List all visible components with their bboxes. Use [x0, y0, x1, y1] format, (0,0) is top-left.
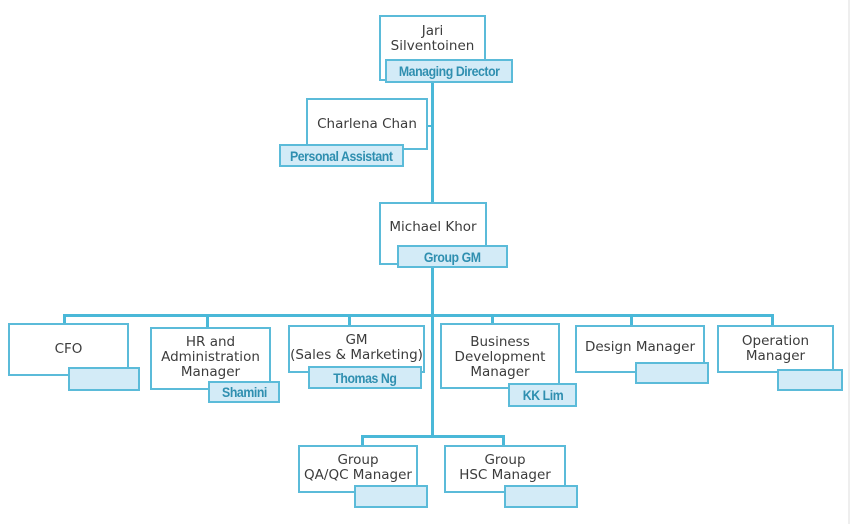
- role-label: Group GM: [424, 248, 481, 265]
- role-tag: KK Lim: [508, 383, 577, 407]
- connector-qa-bus: [361, 435, 505, 438]
- node-name: GM (Sales & Marketing): [290, 332, 423, 363]
- role-tag: [635, 362, 709, 384]
- node-name: HR and Administration Manager: [161, 334, 260, 380]
- role-tag: [354, 485, 428, 508]
- role-tag: [504, 485, 578, 508]
- node-operation-manager[interactable]: Operation Manager: [717, 325, 834, 373]
- role-tag: Personal Assistant: [279, 144, 404, 167]
- connector-des: [630, 314, 633, 326]
- node-personal-assistant[interactable]: Charlena Chan: [306, 98, 428, 150]
- node-name: Michael Khor: [389, 219, 477, 235]
- role-tag: [68, 367, 140, 391]
- role-tag: Managing Director: [385, 59, 513, 83]
- role-label: Personal Assistant: [290, 147, 393, 164]
- node-hr-admin-manager[interactable]: HR and Administration Manager: [150, 327, 271, 390]
- connector-ops: [771, 314, 774, 326]
- node-name: Group QA/QC Manager: [304, 452, 412, 483]
- connector-dept-bus: [63, 314, 774, 317]
- page-edge: [848, 0, 850, 524]
- node-name: Business Development Manager: [454, 334, 546, 380]
- connector-hr: [206, 314, 209, 328]
- node-gm-sales-marketing[interactable]: GM (Sales & Marketing): [288, 325, 425, 373]
- connector-pa: [426, 125, 432, 127]
- role-label: Shamini: [221, 384, 267, 400]
- node-name: Jari Silventoinen: [390, 23, 475, 54]
- role-tag: Shamini: [208, 381, 280, 403]
- connector-hsc: [502, 435, 505, 446]
- role-tag: Thomas Ng: [308, 366, 422, 389]
- role-label: KK Lim: [522, 387, 563, 403]
- role-tag: [777, 369, 843, 391]
- node-name: Charlena Chan: [317, 115, 417, 132]
- node-name: Operation Manager: [741, 333, 810, 364]
- role-label: Managing Director: [398, 63, 500, 79]
- connector-cfo: [63, 314, 66, 325]
- connector-bd: [491, 314, 494, 325]
- role-label: Thomas Ng: [333, 369, 397, 386]
- role-tag: Group GM: [397, 245, 508, 268]
- node-name: Design Manager: [584, 339, 696, 355]
- node-business-development-manager[interactable]: Business Development Manager: [440, 323, 560, 389]
- connector-qa: [361, 435, 364, 446]
- node-name: CFO: [54, 341, 83, 357]
- connector-gms: [348, 314, 351, 326]
- node-name: Group HSC Manager: [459, 452, 551, 483]
